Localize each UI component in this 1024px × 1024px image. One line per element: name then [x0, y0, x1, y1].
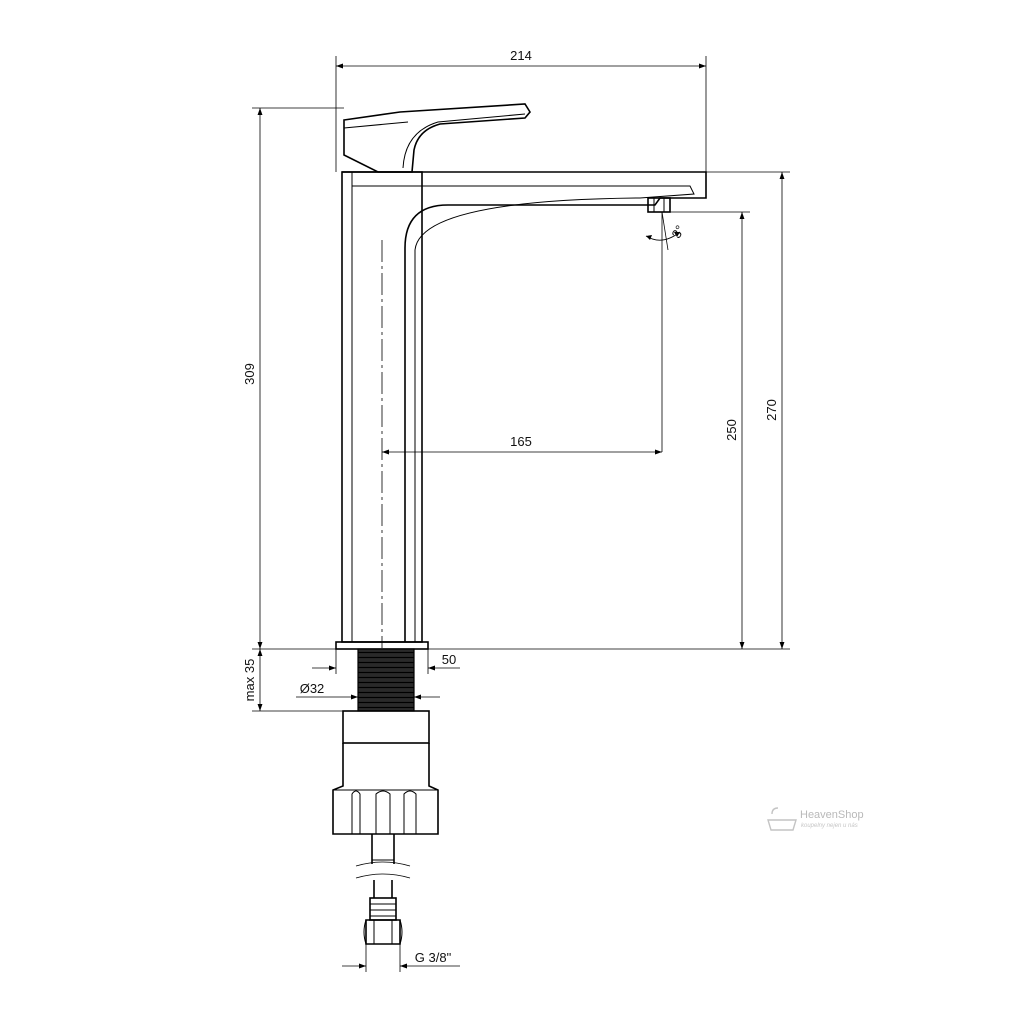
supply-hose: [355, 834, 411, 945]
lever-handle: [343, 103, 531, 173]
dimension-total-length: 214: [335, 48, 707, 172]
watermark-brand: HeavenShop: [800, 809, 864, 821]
dim-label-angle: 3°: [668, 223, 687, 241]
dimension-shank-diameter: Ø32: [296, 681, 440, 700]
dim-label-165: 165: [510, 434, 532, 449]
dim-label-d32: Ø32: [300, 681, 325, 696]
faucet-spout: [342, 171, 707, 642]
aerator: [647, 197, 671, 213]
mounting-nut: [332, 710, 439, 835]
dim-label-max35: max 35: [242, 659, 257, 702]
dimension-connection-thread: G 3/8": [342, 944, 460, 972]
dim-label-g38: G 3/8": [415, 950, 452, 965]
dim-label-214: 214: [510, 48, 532, 63]
dim-label-270: 270: [764, 399, 779, 421]
dimension-spout-reach: 165: [382, 434, 662, 455]
dim-label-250: 250: [724, 419, 739, 441]
dim-label-50: 50: [442, 652, 456, 667]
threaded-shank: [357, 648, 415, 712]
bathtub-icon: [767, 807, 797, 831]
dim-label-309: 309: [242, 363, 257, 385]
watermark-logo: HeavenShop koupelny nejen u nás: [767, 807, 864, 831]
dimension-aerator-angle: 3°: [645, 211, 688, 251]
spout-inner-curve: [352, 185, 695, 642]
dimension-shank-length: 50: [312, 649, 460, 674]
dimension-max-thickness: max 35: [242, 649, 343, 712]
dimension-total-height: 309: [242, 107, 344, 650]
faucet-body: [335, 103, 707, 650]
dimension-outlet-height: 250: [670, 211, 750, 649]
dimension-spout-height: 270: [428, 171, 790, 650]
shank-thread: [357, 648, 415, 712]
watermark-tagline: koupelny nejen u nás: [801, 823, 858, 829]
